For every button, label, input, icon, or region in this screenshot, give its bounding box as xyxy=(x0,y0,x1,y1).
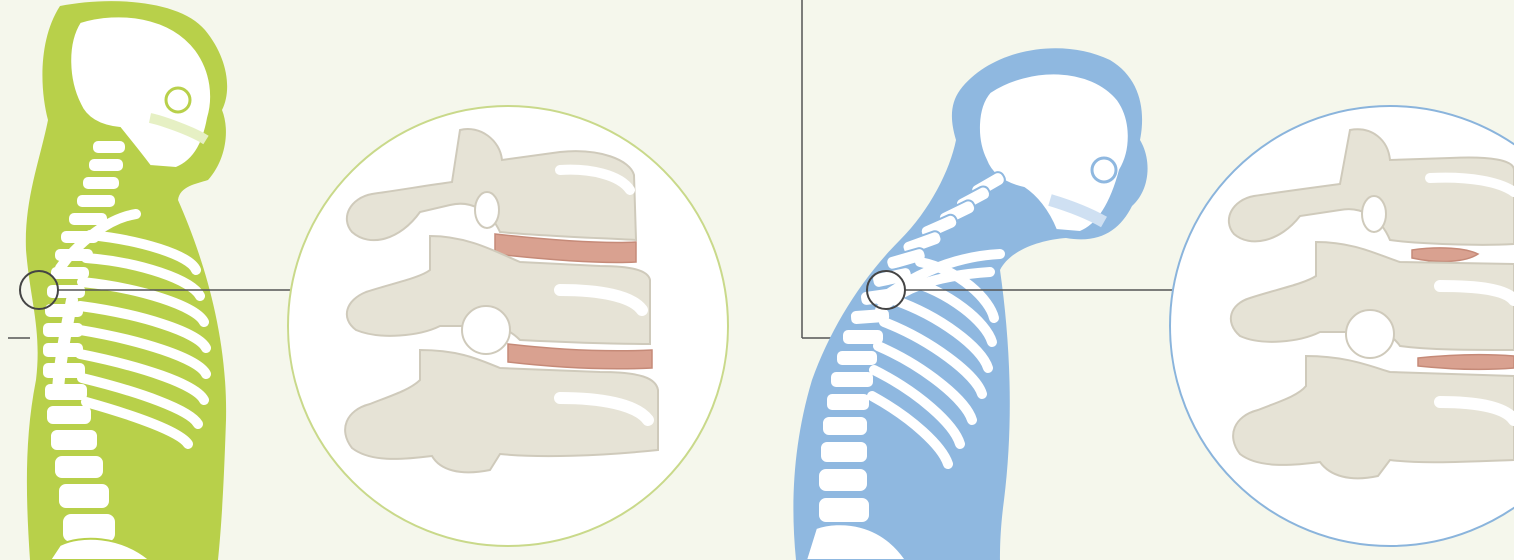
osteoporosis-disc-lower xyxy=(1418,355,1514,370)
healthy-vertebrae-detail xyxy=(288,106,728,546)
